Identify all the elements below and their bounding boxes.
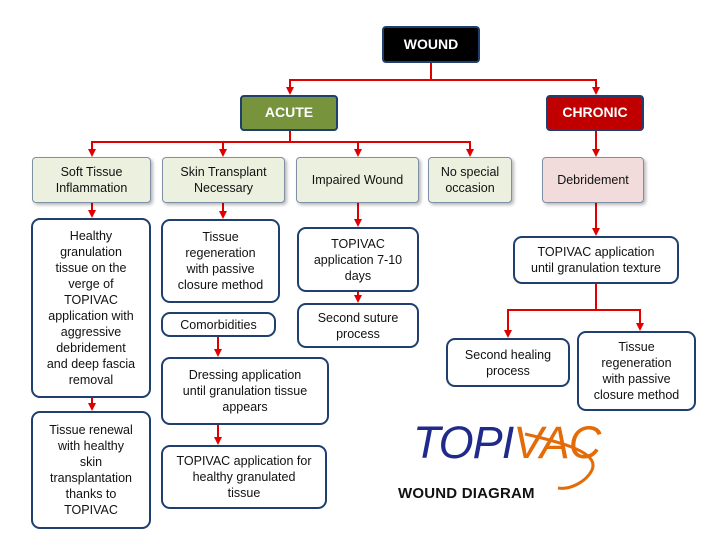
connector-topivac-regen bbox=[596, 309, 644, 331]
wound-diagram-subtitle: WOUND DIAGRAM bbox=[398, 485, 535, 502]
topivac-healthy-granulated-node: TOPIVAC application for healthy granulat… bbox=[161, 445, 327, 509]
soft-tissue-inflammation-node: Soft Tissue Inflammation bbox=[32, 157, 151, 203]
tissue-regeneration-passive-node: Tissue regeneration with passive closure… bbox=[161, 219, 280, 303]
connector-topivac-secondhealing bbox=[504, 284, 597, 338]
skin-transplant-node: Skin Transplant Necessary bbox=[162, 157, 285, 203]
connector-acute-impaired bbox=[290, 141, 362, 157]
connector-root-chronic bbox=[431, 79, 600, 95]
logo-topi-text: TOPI bbox=[413, 417, 514, 468]
no-special-occasion-node: No special occasion bbox=[428, 157, 512, 203]
topivac-logo-swoosh bbox=[524, 432, 595, 490]
second-suture-process-node: Second suture process bbox=[297, 303, 419, 348]
topivac-logo: TOPIVAC bbox=[413, 417, 601, 468]
acute-node: ACUTE bbox=[240, 95, 338, 131]
impaired-wound-node: Impaired Wound bbox=[296, 157, 419, 203]
debridement-node: Debridement bbox=[542, 157, 644, 203]
logo-vac-text: VAC bbox=[513, 417, 601, 468]
tissue-renewal-node: Tissue renewal with healthy skin transpl… bbox=[31, 411, 151, 529]
topivac-7-10-days-node: TOPIVAC application 7-10 days bbox=[297, 227, 419, 292]
second-healing-process-node: Second healing process bbox=[446, 338, 570, 387]
connector-root-acute bbox=[286, 62, 432, 95]
tissue-regeneration-chronic-node: Tissue regeneration with passive closure… bbox=[577, 331, 696, 411]
root-node-wound: WOUND bbox=[382, 26, 480, 63]
comorbidities-node: Comorbidities bbox=[161, 312, 276, 337]
chronic-node: CHRONIC bbox=[546, 95, 644, 131]
dressing-application-node: Dressing application until granulation t… bbox=[161, 357, 329, 425]
healthy-granulation-node: Healthy granulation tissue on the verge … bbox=[31, 218, 151, 398]
connector-acute-soft bbox=[88, 131, 291, 157]
connector-acute-nospecial bbox=[358, 141, 474, 157]
topivac-until-granulation-node: TOPIVAC application until granulation te… bbox=[513, 236, 679, 284]
